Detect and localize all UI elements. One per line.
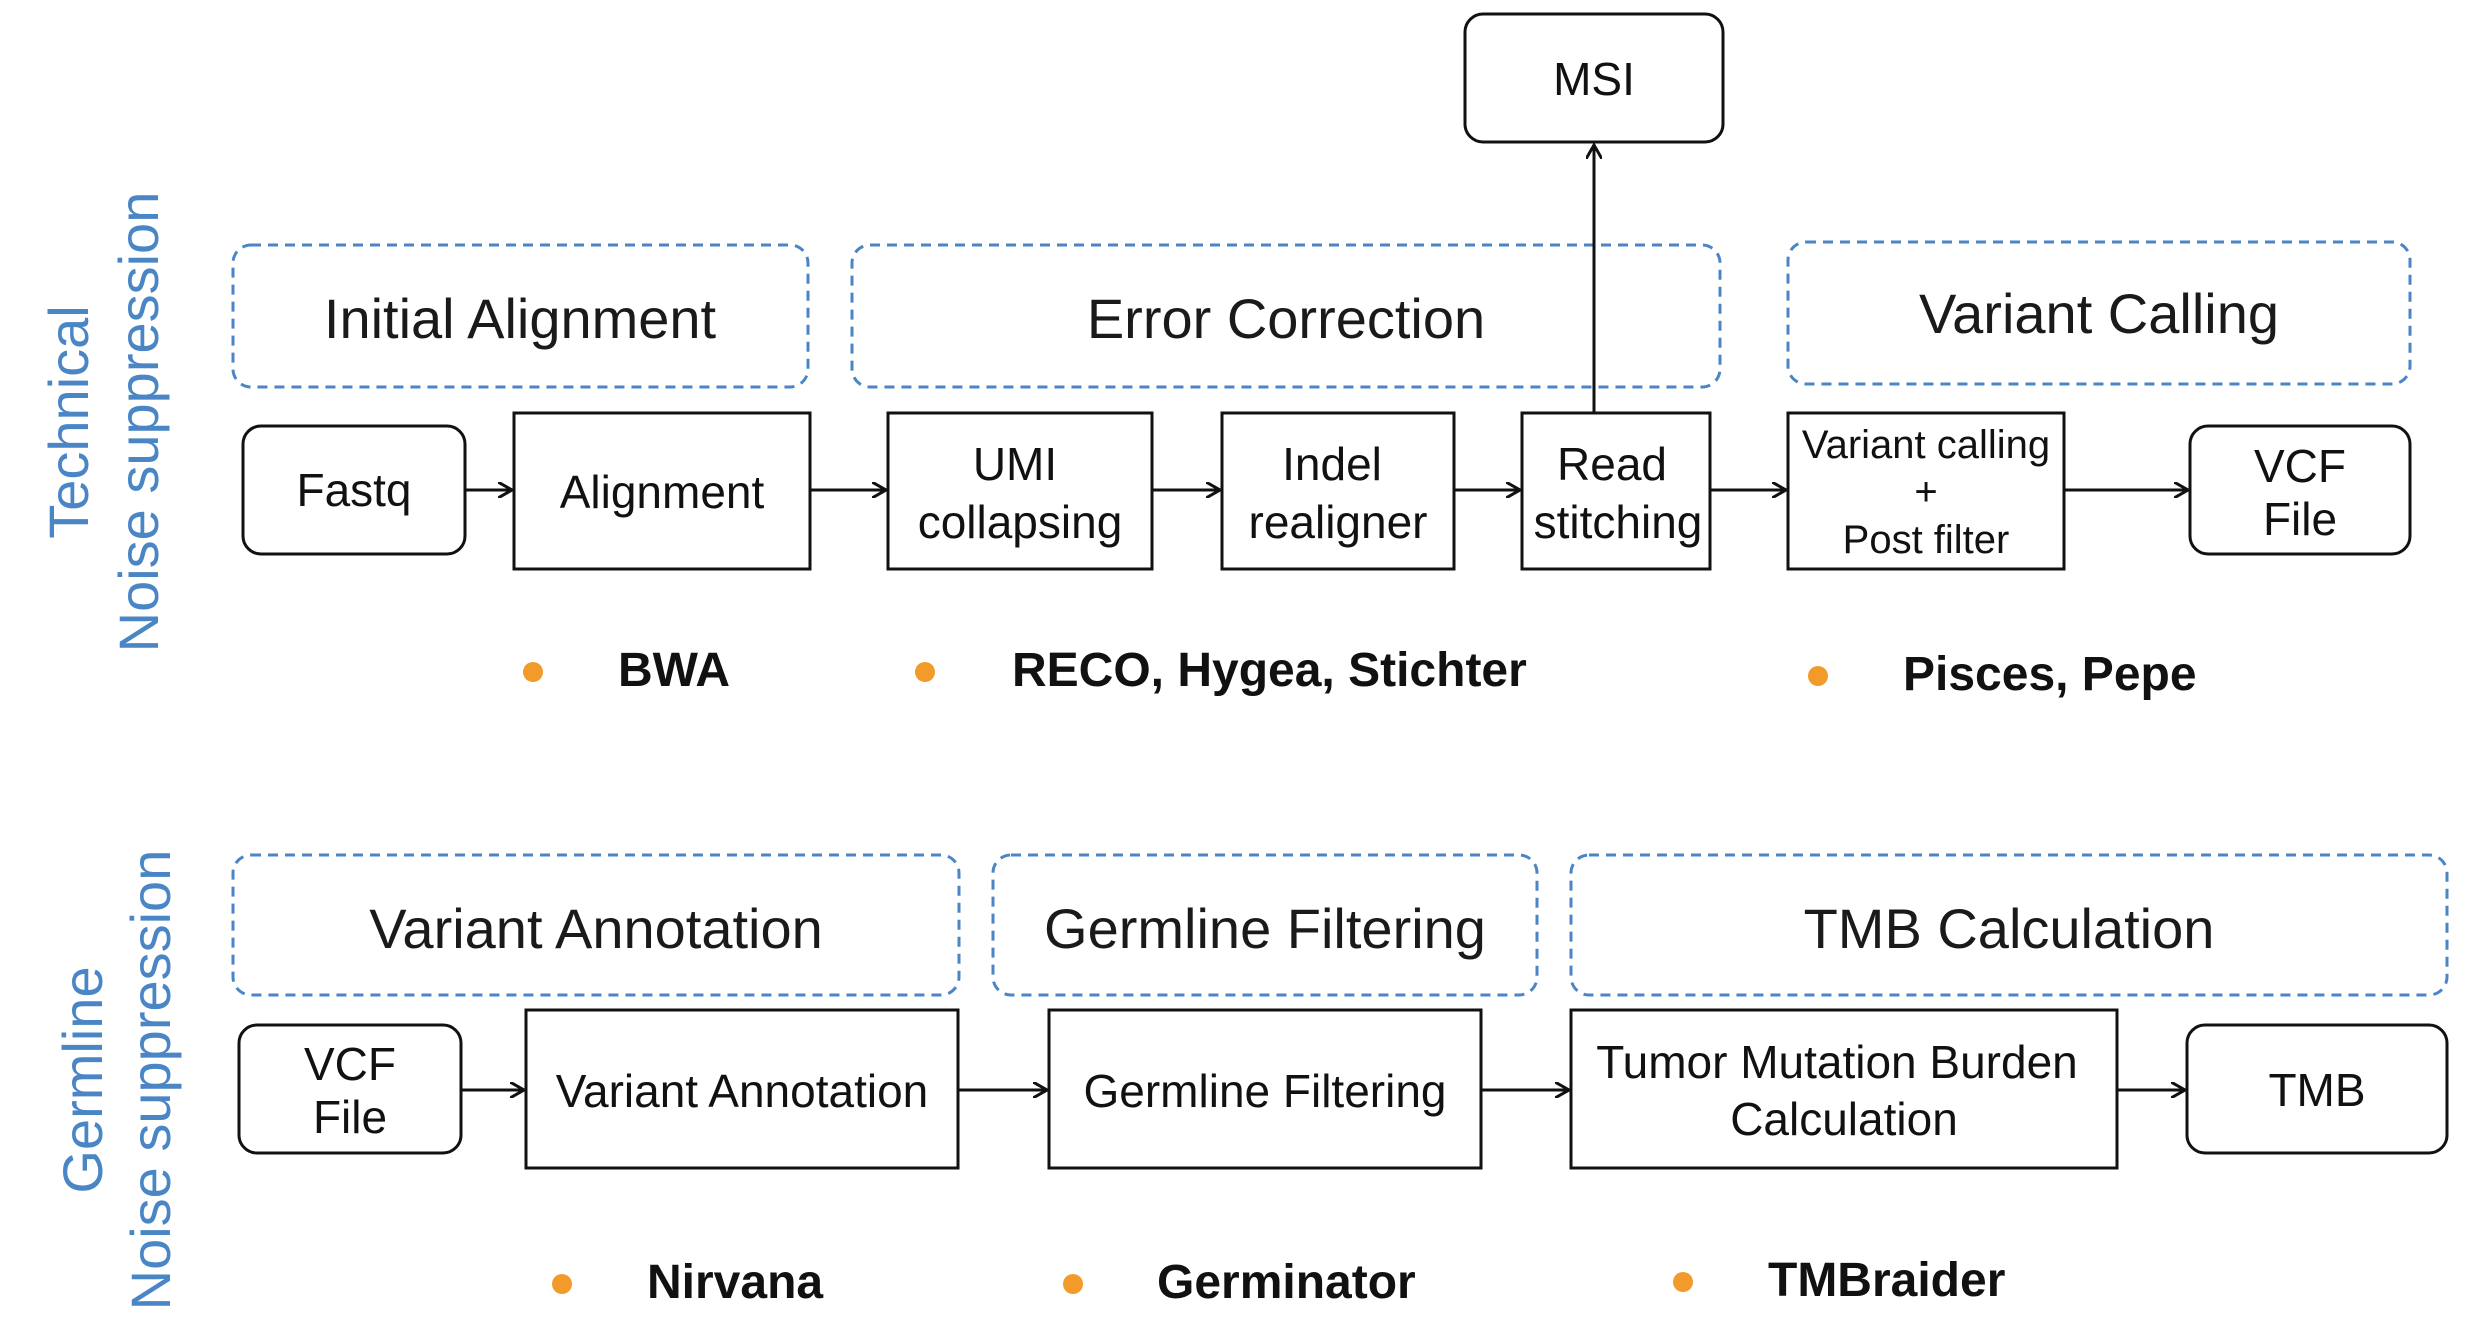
indel-label-line1: Indel <box>1282 438 1382 490</box>
group-germline-filtering-box <box>991 853 1539 997</box>
germline-vcf-label-line2: File <box>313 1091 387 1143</box>
tmb-calc-label-line1: Tumor Mutation Burden <box>1596 1036 2078 1088</box>
tool-nirvana: Nirvana <box>647 1256 823 1309</box>
tool-germinator: Germinator <box>1157 1256 1416 1309</box>
tmb-calculation-box <box>1569 1008 2119 1170</box>
group-variant-annotation-label: Variant Annotation <box>369 897 823 960</box>
group-variant-annotation-box <box>231 853 961 997</box>
group-variant-calling-label: Variant Calling <box>1919 282 2279 345</box>
vcf-label-line2: File <box>2263 493 2337 545</box>
germline-side-label-line2: Noise suppression <box>119 850 182 1311</box>
tmb-box <box>2185 1023 2449 1155</box>
variant-calling-box <box>1786 411 2066 571</box>
variant-annotation-box <box>524 1008 960 1170</box>
technical-section: Technical Noise suppression Initial Alig… <box>37 12 2412 701</box>
tmb-label: TMB <box>2268 1064 2365 1116</box>
tool-tmbraider: TMBraider <box>1768 1254 2005 1307</box>
tool-variant-calling: Pisces, Pepe <box>1903 648 2197 701</box>
vcf-label-line1: VCF <box>2254 440 2346 492</box>
indel-label-line2: realigner <box>1249 496 1428 548</box>
bullet-germinator <box>1063 1274 1083 1294</box>
group-germline-filtering-label: Germline Filtering <box>1044 897 1486 960</box>
bullet-tmbraider <box>1673 1272 1693 1292</box>
technical-side-label-line1: Technical <box>37 305 100 538</box>
tool-error-correction: RECO, Hygea, Stichter <box>1012 644 1527 697</box>
indel-realigner-box <box>1220 411 1456 571</box>
group-initial-alignment-box <box>231 243 810 389</box>
fastq-label: Fastq <box>296 464 411 516</box>
bullet-bwa <box>523 662 543 682</box>
varcall-label-line2: + <box>1914 470 1937 514</box>
alignment-label: Alignment <box>560 466 765 518</box>
group-error-correction-box <box>850 243 1722 389</box>
germline-section: Germline Noise suppression Variant Annot… <box>51 850 2449 1311</box>
read-label-line2: stitching <box>1534 496 1703 548</box>
umi-label-line1: UMI <box>973 438 1057 490</box>
msi-box <box>1463 12 1725 144</box>
tool-bwa: BWA <box>618 644 730 697</box>
group-tmb-calculation-label: TMB Calculation <box>1804 897 2215 960</box>
group-error-correction-label: Error Correction <box>1087 287 1485 350</box>
vcf-file-box <box>2188 424 2412 556</box>
varcall-label-line1: Variant calling <box>1802 423 2050 467</box>
read-label-line1: Read <box>1557 438 1667 490</box>
read-stitching-box <box>1520 411 1712 571</box>
bullet-nirvana <box>552 1274 572 1294</box>
umi-label-line2: collapsing <box>918 496 1123 548</box>
group-initial-alignment-label: Initial Alignment <box>324 287 717 350</box>
group-variant-calling-box <box>1786 240 2412 386</box>
umi-collapsing-box <box>886 411 1154 571</box>
technical-side-label-line2: Noise suppression <box>107 192 170 653</box>
bullet-variant-calling-tools <box>1808 666 1828 686</box>
germline-filtering-label: Germline Filtering <box>1084 1065 1447 1117</box>
group-tmb-calculation-box <box>1569 853 2449 997</box>
alignment-box <box>512 411 812 571</box>
msi-label: MSI <box>1553 53 1635 105</box>
germline-filtering-box <box>1047 1008 1483 1170</box>
germline-side-label-line1: Germline <box>51 966 114 1193</box>
germline-vcf-label-line1: VCF <box>304 1038 396 1090</box>
bullet-error-correction-tools <box>915 662 935 682</box>
variant-annotation-label: Variant Annotation <box>556 1065 929 1117</box>
varcall-label-line3: Post filter <box>1843 518 2010 562</box>
tmb-calc-label-line2: Calculation <box>1730 1093 1958 1145</box>
